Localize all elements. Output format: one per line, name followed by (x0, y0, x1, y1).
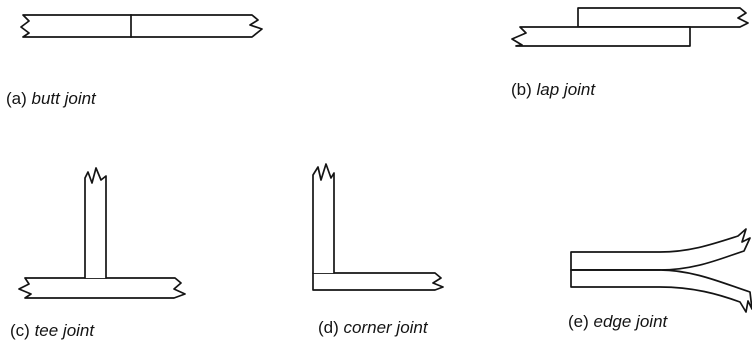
butt-joint-plate-left (20, 14, 132, 38)
caption-lap-joint: (b) lap joint (511, 81, 595, 98)
caption-tag-d: (d) (318, 318, 339, 337)
caption-name-tee-joint: tee joint (34, 321, 95, 340)
tee-joint-drawing (18, 167, 186, 299)
caption-name-corner-joint: corner joint (343, 318, 428, 337)
edge-joint-lower-plate (570, 269, 752, 313)
tee-joint-base-plate (18, 277, 186, 299)
caption-edge-joint: (e) edge joint (568, 313, 667, 330)
lap-joint-plate-lower (511, 26, 691, 47)
lap-joint-drawing (511, 7, 749, 47)
edge-joint-upper-plate (570, 228, 751, 271)
corner-joint-drawing (312, 163, 444, 291)
caption-corner-joint: (d) corner joint (318, 319, 428, 336)
butt-joint-drawing (20, 14, 263, 38)
caption-tag-a: (a) (6, 89, 27, 108)
corner-joint-vertical-plate (312, 163, 335, 274)
caption-name-edge-joint: edge joint (593, 312, 668, 331)
caption-butt-joint: (a) butt joint (6, 90, 96, 107)
caption-tag-c: (c) (10, 321, 30, 340)
caption-name-lap-joint: lap joint (536, 80, 596, 99)
lap-joint-plate-upper (577, 7, 749, 28)
corner-joint-horizontal-plate (312, 272, 444, 291)
edge-joint-drawing (570, 228, 752, 313)
butt-joint-plate-right (130, 14, 263, 38)
caption-name-butt-joint: butt joint (31, 89, 96, 108)
caption-tee-joint: (c) tee joint (10, 322, 94, 339)
caption-tag-b: (b) (511, 80, 532, 99)
tee-joint-upright-plate (84, 167, 107, 279)
caption-tag-e: (e) (568, 312, 589, 331)
